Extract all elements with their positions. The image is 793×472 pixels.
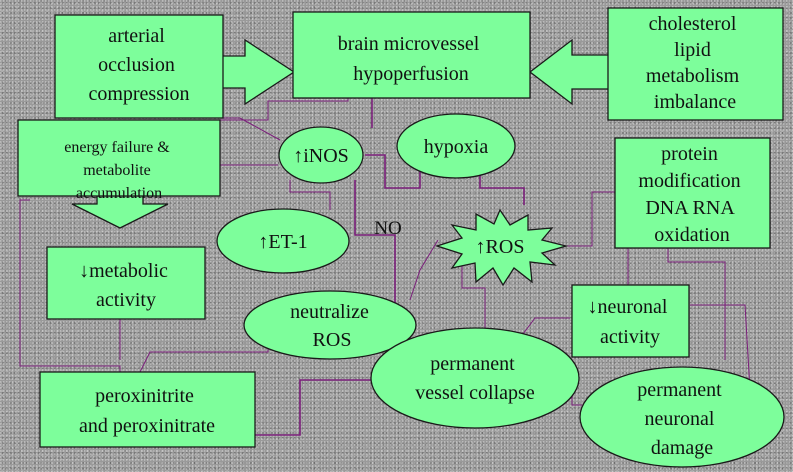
label-brain: brain microvessel hypoperfusion — [338, 33, 485, 85]
label-ros: ↑ROS — [476, 236, 525, 258]
node-permanent-vessel-collapse: permanent vessel collapse — [370, 327, 580, 429]
node-permanent-neuronal-damage: permanent neuronal damage — [579, 366, 785, 468]
connector-neuronal-to-vessel — [519, 317, 570, 339]
connector-ros-to-protein — [562, 191, 615, 247]
node-protein-modification: protein modification DNA RNA oxidation — [614, 137, 771, 249]
connector-neutralize-to-peroxinitrite — [139, 340, 269, 373]
connectors — [19, 88, 751, 436]
label-inos: ↑iNOS — [293, 145, 349, 167]
connector-hypoxia-to-ros — [479, 172, 525, 205]
connector-hypoxia-to-inos — [365, 154, 421, 189]
connector-inos-to-neutralize — [354, 180, 396, 308]
node-neuronal-activity: ↓neuronal activity — [571, 284, 690, 358]
connector-neuronal-to-damage — [690, 304, 751, 391]
node-brain-hypoperfusion: brain microvessel hypoperfusion — [292, 11, 531, 99]
arrow-energy-to-metabolic — [71, 195, 169, 229]
label-peroxinitrite: peroxinitrite and peroxinitrate — [79, 385, 215, 437]
label-no: NO — [374, 218, 401, 239]
node-inos: ↑iNOS — [278, 126, 364, 184]
label-et1: ↑ET-1 — [258, 231, 307, 253]
connector-energy-to-peroxinitrite — [19, 199, 121, 375]
node-ros: ↑ROS — [434, 208, 569, 287]
node-energy-failure: energy failure & metabolite accumulation — [17, 119, 221, 202]
connector-vessel-to-peroxinitrite — [255, 379, 372, 436]
arrow-arterial-to-brain — [221, 38, 296, 106]
arrow-cholesterol-to-brain — [528, 38, 611, 106]
label-permanent-vessel: permanent vessel collapse — [415, 353, 535, 404]
node-metabolic-activity: ↓metabolic activity — [46, 246, 206, 320]
label-metabolic: ↓metabolic activity — [79, 260, 173, 311]
label-hypoxia: hypoxia — [424, 136, 489, 158]
node-arterial: arterial occlusion compression — [54, 14, 224, 119]
connector-ros-to-vessel — [461, 262, 486, 330]
label-permanent-neuronal: permanent neuronal damage — [637, 379, 726, 459]
node-neutralize-ros: neutralize ROS — [243, 290, 417, 360]
connector-ros-to-neutralize — [409, 239, 439, 301]
label-neutralize: neutralize ROS — [290, 301, 374, 351]
node-cholesterol: cholesterol lipid metabolism imbalance — [607, 7, 784, 121]
label-protein: protein modification DNA RNA oxidation — [638, 143, 745, 246]
node-et1: ↑ET-1 — [216, 208, 350, 274]
connector-protein-to-damage — [667, 248, 726, 360]
connector-energy-to-et1 — [289, 180, 331, 210]
label-cholesterol: cholesterol lipid metabolism imbalance — [646, 13, 744, 113]
node-peroxinitrite: peroxinitrite and peroxinitrate — [39, 371, 256, 448]
label-arterial: arterial occlusion compression — [88, 25, 189, 105]
node-hypoxia: hypoxia — [396, 113, 516, 179]
label-neuronal-activity: ↓neuronal activity — [588, 296, 673, 348]
label-energy: energy failure & metabolite accumulation — [64, 139, 173, 202]
ros-starburst — [434, 208, 569, 287]
